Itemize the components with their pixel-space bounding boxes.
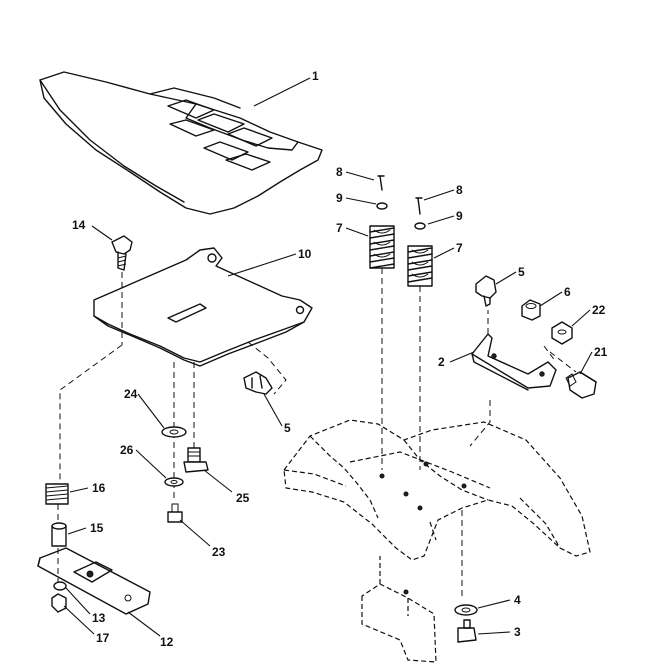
- knob-lower: [243, 371, 273, 395]
- callout-25: 25: [236, 491, 250, 505]
- seat-slot-5: [203, 141, 249, 161]
- callout-1: 1: [312, 69, 319, 83]
- bushing: [51, 522, 67, 547]
- callout-8-right: 8: [456, 183, 463, 197]
- callout-22: 22: [592, 303, 606, 317]
- seat-slot-4: [227, 127, 273, 147]
- callout-24: 24: [124, 387, 138, 401]
- callout-7-left: 7: [336, 221, 343, 235]
- callout-12: 12: [160, 635, 174, 649]
- callout-6: 6: [564, 285, 571, 299]
- pin-left: [377, 175, 385, 191]
- callout-5-upper: 5: [518, 265, 525, 279]
- spring-small: [45, 483, 69, 505]
- seat-pan-slot: [167, 303, 207, 323]
- callout-14: 14: [72, 218, 86, 232]
- seat-bracket: [471, 333, 557, 391]
- pin-right: [415, 197, 423, 215]
- knob-top: [111, 235, 133, 271]
- washer-small-left: [376, 202, 388, 210]
- callout-13: 13: [92, 611, 106, 625]
- seat-slot-3: [169, 119, 215, 137]
- bolt-carriage: [183, 447, 209, 473]
- seat-slot-1: [167, 99, 215, 119]
- callout-4: 4: [514, 593, 521, 607]
- bolt-shoulder: [167, 503, 183, 523]
- seat-slot-6: [225, 153, 271, 171]
- washer: [454, 604, 478, 616]
- callout-5-lower: 5: [284, 421, 291, 435]
- washer-flat: [161, 426, 187, 438]
- seat-pan-hole: [207, 253, 217, 263]
- washer-lock: [164, 477, 184, 487]
- seat-pan-hole-2: [295, 305, 305, 315]
- callout-3: 3: [514, 625, 521, 639]
- bolt-adjust: [565, 371, 597, 399]
- clip: [53, 581, 67, 591]
- callout-9-right: 9: [456, 209, 463, 223]
- callout-7-right: 7: [456, 241, 463, 255]
- slide-plate: [37, 547, 151, 615]
- knob-lower-guide: [247, 341, 287, 395]
- bolt: [457, 619, 477, 643]
- guide-left: [59, 344, 123, 480]
- spring-right: [407, 245, 433, 287]
- callout-23: 23: [212, 545, 226, 559]
- seat-pan: [93, 247, 313, 367]
- callout-26: 26: [120, 443, 134, 457]
- nut-right: [521, 299, 541, 321]
- washer-small-right: [414, 222, 426, 230]
- callout-15: 15: [90, 521, 104, 535]
- seat: [39, 71, 323, 215]
- spring-left: [369, 225, 395, 269]
- nut-flange: [551, 321, 573, 345]
- callout-10: 10: [298, 247, 312, 261]
- callout-8-left: 8: [336, 165, 343, 179]
- callout-21: 21: [594, 345, 608, 359]
- knob-upper: [475, 275, 497, 307]
- seat-slot-2: [197, 113, 245, 133]
- callout-16: 16: [92, 481, 106, 495]
- frame-lower-bracket: [361, 556, 437, 663]
- callout-2: 2: [438, 355, 445, 369]
- callout-9-left: 9: [336, 191, 343, 205]
- retainer: [51, 593, 67, 613]
- tractor-frame: [283, 419, 591, 561]
- callout-17: 17: [96, 631, 110, 645]
